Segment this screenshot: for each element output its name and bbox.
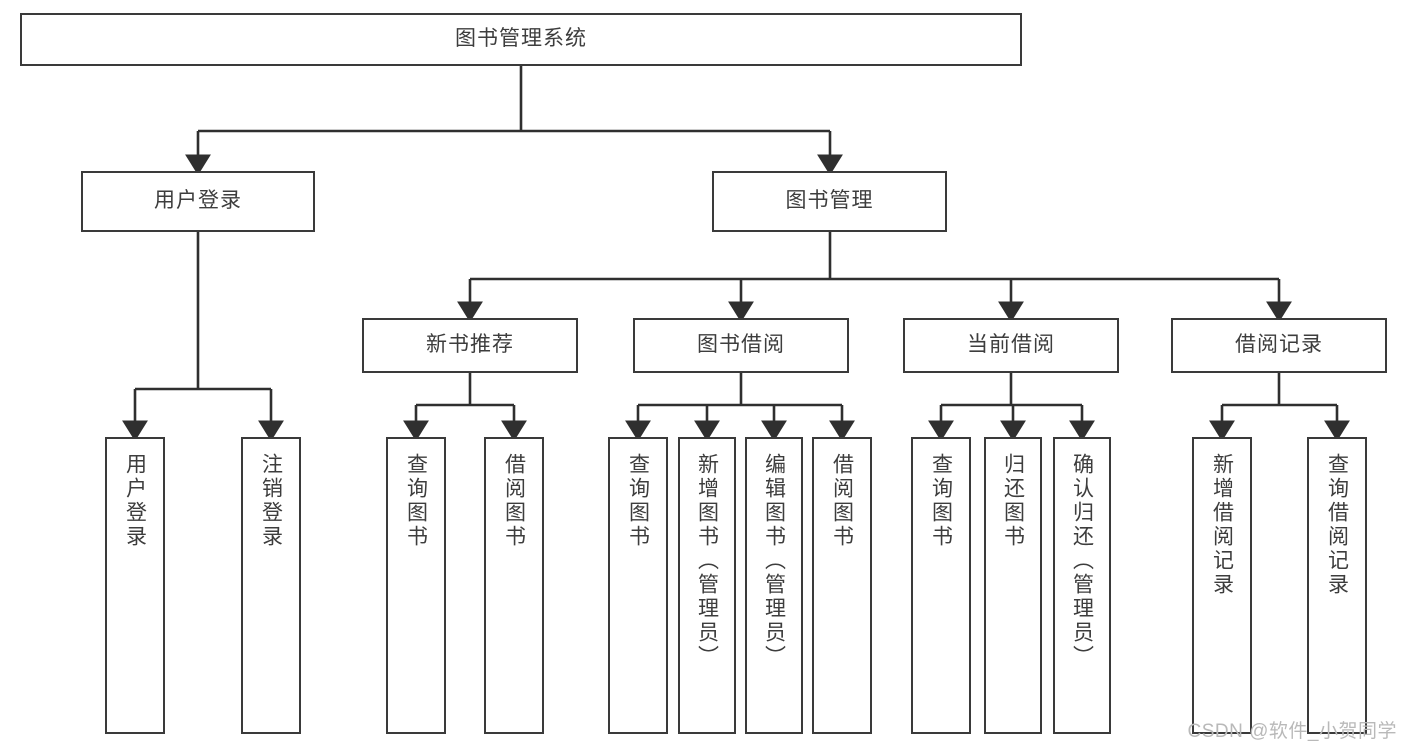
node-leaf-add-book[interactable]: 新增图书（管理员） — [678, 437, 736, 734]
node-borrow-record[interactable]: 借阅记录 — [1171, 318, 1387, 373]
node-new-book-rec[interactable]: 新书推荐 — [362, 318, 578, 373]
node-leaf-logout-label: 注销登录 — [259, 453, 283, 549]
node-current-borrow[interactable]: 当前借阅 — [903, 318, 1119, 373]
watermark-text: CSDN @软件_小贺同学 — [1187, 721, 1397, 742]
node-leaf-query-book-rec[interactable]: 查询图书 — [386, 437, 446, 734]
node-book-manage[interactable]: 图书管理 — [712, 171, 947, 232]
node-book-borrow[interactable]: 图书借阅 — [633, 318, 849, 373]
node-leaf-query-record[interactable]: 查询借阅记录 — [1307, 437, 1367, 734]
node-leaf-user-login[interactable]: 用户登录 — [105, 437, 165, 734]
node-leaf-query-book-cur[interactable]: 查询图书 — [911, 437, 971, 734]
node-leaf-edit-book[interactable]: 编辑图书（管理员） — [745, 437, 803, 734]
node-leaf-add-record[interactable]: 新增借阅记录 — [1192, 437, 1252, 734]
node-leaf-add-book-label: 新增图书（管理员） — [695, 453, 719, 669]
node-leaf-edit-book-label: 编辑图书（管理员） — [762, 453, 786, 669]
node-leaf-return-book-label: 归还图书 — [1001, 453, 1025, 549]
node-leaf-query-book-bor[interactable]: 查询图书 — [608, 437, 668, 734]
node-leaf-confirm-return-label: 确认归还（管理员） — [1070, 453, 1094, 669]
node-current-borrow-label: 当前借阅 — [967, 333, 1055, 357]
node-leaf-add-record-label: 新增借阅记录 — [1210, 453, 1234, 597]
node-leaf-logout[interactable]: 注销登录 — [241, 437, 301, 734]
node-leaf-query-record-label: 查询借阅记录 — [1325, 453, 1349, 597]
node-leaf-return-book[interactable]: 归还图书 — [984, 437, 1042, 734]
node-leaf-user-login-label: 用户登录 — [123, 453, 147, 549]
node-book-manage-label: 图书管理 — [785, 189, 874, 213]
node-borrow-record-label: 借阅记录 — [1235, 333, 1323, 357]
node-root-label: 图书管理系统 — [455, 27, 587, 51]
node-book-borrow-label: 图书借阅 — [697, 333, 785, 357]
node-leaf-borrow-book-bor[interactable]: 借阅图书 — [812, 437, 872, 734]
node-leaf-query-book-bor-label: 查询图书 — [626, 453, 650, 549]
node-new-book-rec-label: 新书推荐 — [426, 333, 514, 357]
node-leaf-borrow-book-rec-label: 借阅图书 — [502, 453, 526, 549]
node-leaf-borrow-book-bor-label: 借阅图书 — [830, 453, 854, 549]
node-leaf-query-book-rec-label: 查询图书 — [404, 453, 428, 549]
node-user-login-label: 用户登录 — [154, 189, 242, 213]
node-user-login[interactable]: 用户登录 — [81, 171, 315, 232]
node-leaf-confirm-return[interactable]: 确认归还（管理员） — [1053, 437, 1111, 734]
node-leaf-borrow-book-rec[interactable]: 借阅图书 — [484, 437, 544, 734]
node-leaf-query-book-cur-label: 查询图书 — [929, 453, 953, 549]
node-root[interactable]: 图书管理系统 — [20, 13, 1022, 66]
